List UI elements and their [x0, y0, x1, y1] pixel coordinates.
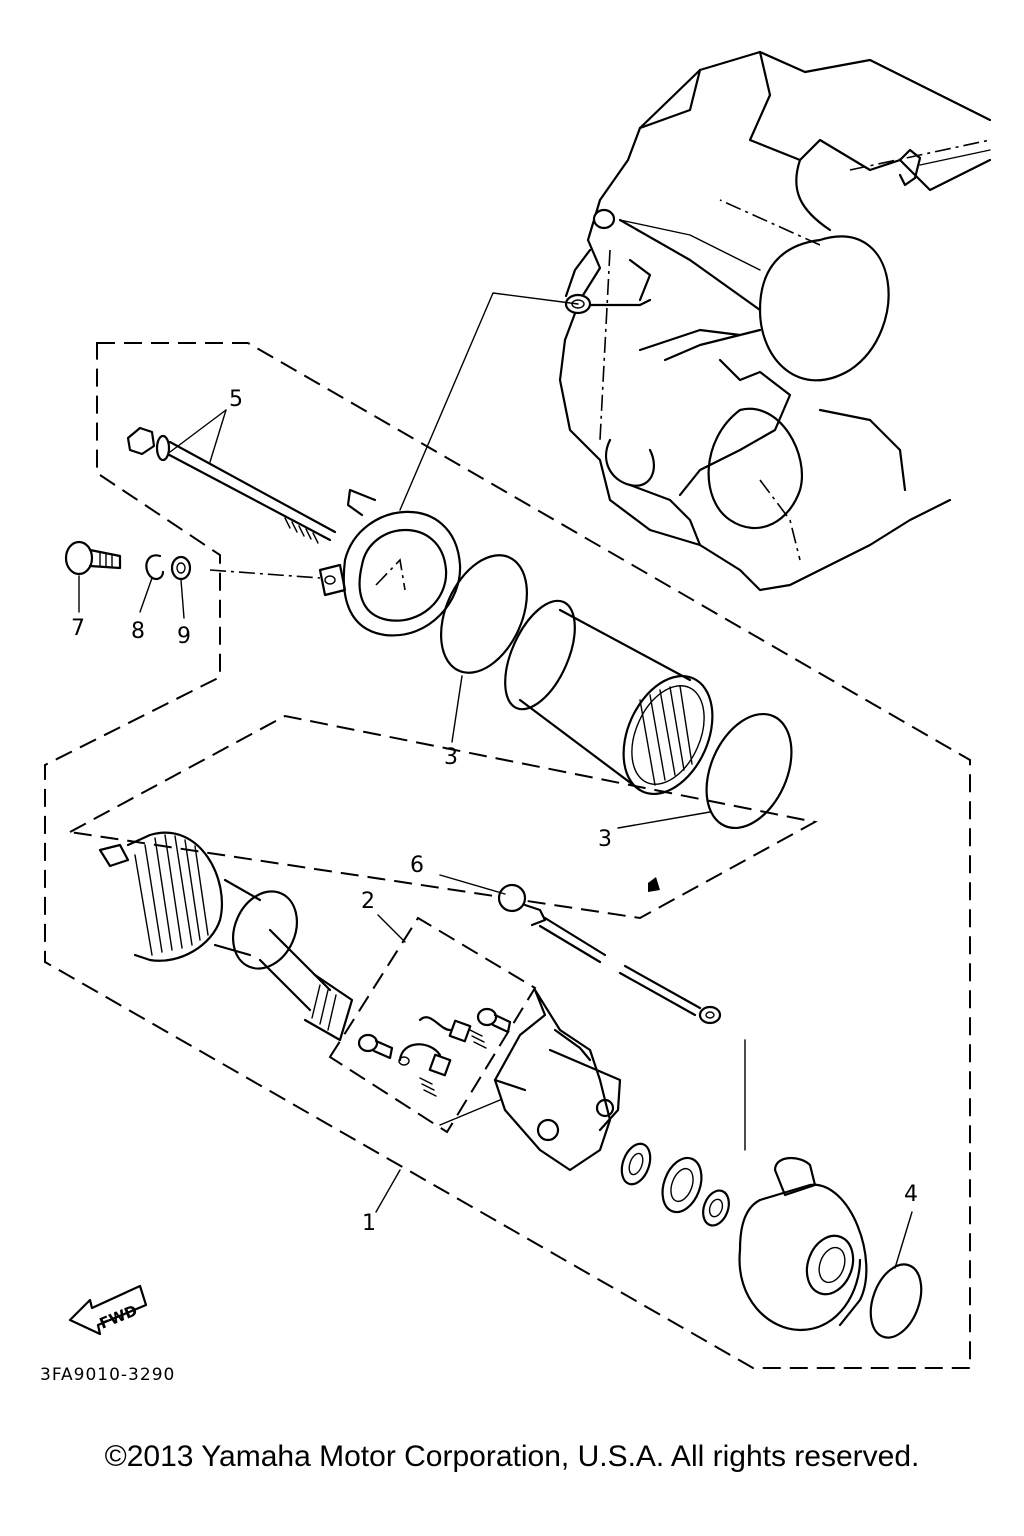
- o-ring-rear-yoke: [705, 712, 793, 830]
- callout-7: 7: [71, 616, 85, 641]
- callout-5: 5: [229, 387, 243, 412]
- bolt-axis: [209, 569, 321, 579]
- fwd-direction-arrow: FWD: [68, 1284, 148, 1336]
- callout-8: 8: [131, 619, 145, 644]
- assembly-boundary: [44, 342, 971, 1369]
- bolt: [64, 540, 122, 576]
- front-cover: [318, 488, 462, 637]
- rear-cover: [738, 1157, 868, 1332]
- o-ring-front: [439, 554, 529, 674]
- leader-lines: [78, 409, 913, 1269]
- callout-2: 2: [361, 889, 375, 914]
- callout-3-upper: 3: [444, 745, 458, 770]
- callout-4: 4: [904, 1182, 918, 1207]
- brush-holder: [493, 988, 622, 1172]
- fwd-label: FWD: [97, 1301, 140, 1332]
- diagram-code: 3FA9010-3290: [40, 1365, 175, 1385]
- circlip: [145, 554, 165, 581]
- starter-yoke: [504, 599, 714, 796]
- callout-1: 1: [362, 1211, 376, 1236]
- callout-6: 6: [410, 853, 424, 878]
- callout-3-lower: 3: [598, 827, 612, 852]
- copyright-notice: ©2013 Yamaha Motor Corporation, U.S.A. A…: [104, 1440, 920, 1473]
- callout-9: 9: [177, 624, 191, 649]
- armature: [98, 831, 354, 1042]
- lead-wire: [497, 883, 722, 1025]
- brush-set: [357, 1007, 512, 1097]
- seal-bearing: [620, 1142, 730, 1227]
- reference-mark: [648, 877, 660, 892]
- washer: [170, 555, 192, 581]
- o-ring-rear-cover: [869, 1263, 923, 1339]
- crankcase-illustration: [399, 50, 992, 592]
- through-bolt: [126, 426, 337, 544]
